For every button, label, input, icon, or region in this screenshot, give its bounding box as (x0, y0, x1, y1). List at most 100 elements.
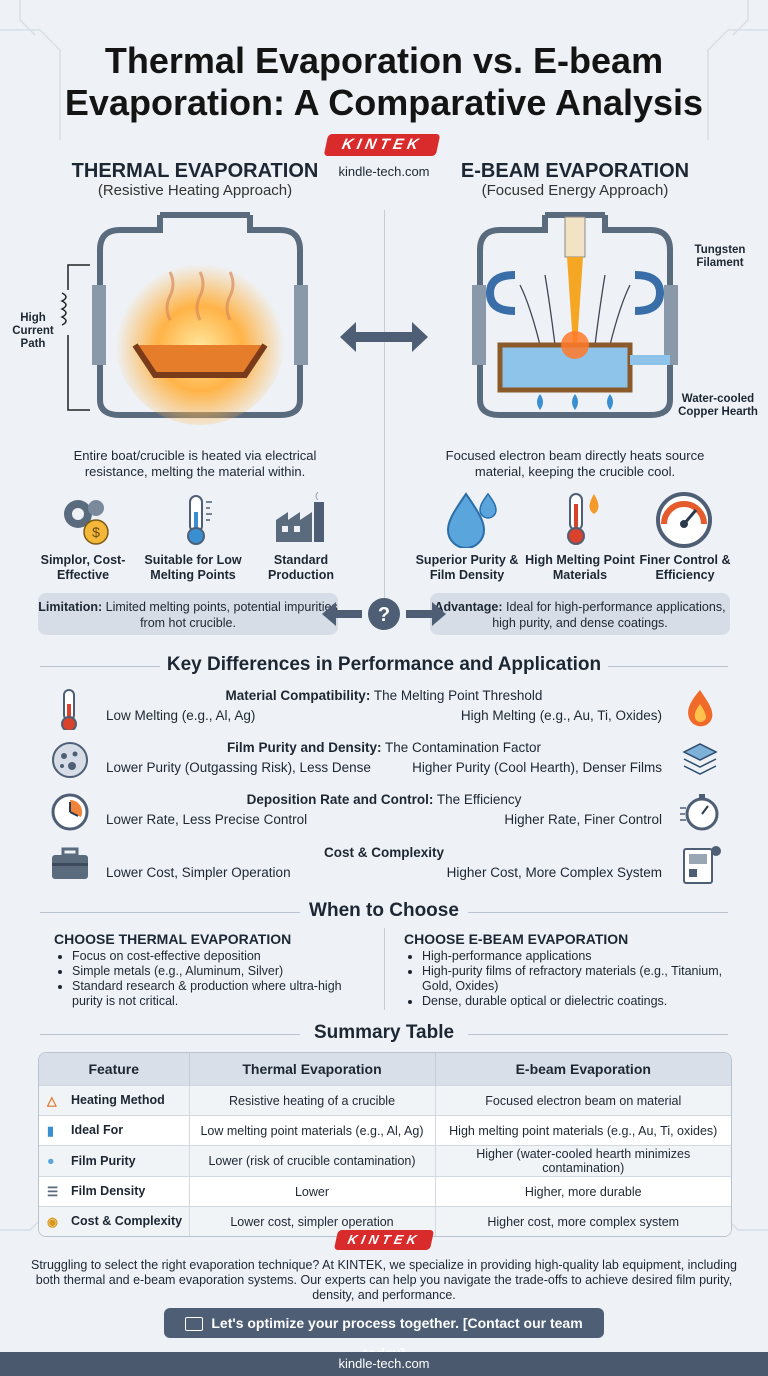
stopwatch-icon (680, 794, 719, 831)
brand-url[interactable]: kindle-tech.com (338, 164, 430, 179)
feature-cost-effective: Simplor, Cost-Effective (40, 553, 126, 582)
key-difference-thermal: Lower Purity (Outgassing Risk), Less Den… (106, 760, 371, 775)
key-difference-title: Material Compatibility: The Melting Poin… (0, 688, 768, 703)
feature-superior-purity: Superior Purity & Film Density (415, 553, 519, 582)
choose-thermal-item: Focus on cost-effective deposition (72, 949, 370, 964)
row-label: Heating Method (71, 1092, 165, 1107)
choose-ebeam-item: Dense, durable optical or dielectric coa… (422, 994, 724, 1009)
row-label: Ideal For (71, 1122, 124, 1137)
table-cell: Lower (189, 1176, 436, 1207)
row-label: Film Density (71, 1183, 146, 1198)
ebeam-title: E-BEAM EVAPORATION (460, 160, 690, 182)
feature-finer-control: Finer Control & Efficiency (639, 553, 731, 582)
table-cell: ☰ Film Density (39, 1176, 190, 1207)
purity-circle-icon: ● (47, 1154, 55, 1169)
divider-line (468, 912, 728, 913)
advantage-text: Ideal for high-performance applications,… (492, 600, 726, 630)
summary-title: Summary Table (313, 1022, 455, 1043)
table-header-row: Feature Thermal Evaporation E-beam Evapo… (39, 1053, 731, 1086)
particles-icon (52, 742, 88, 778)
key-difference-ebeam: High Melting (e.g., Au, Ti, Oxides) (460, 708, 662, 723)
question-compare-icon: ? (322, 598, 446, 630)
thermometer-icon (61, 689, 77, 730)
factory-icon (276, 492, 324, 542)
key-difference-thermal: Low Melting (e.g., Al, Ag) (106, 708, 256, 723)
divider-line (608, 666, 728, 667)
table-cell: Resistive heating of a crucible (189, 1085, 436, 1116)
table-row: ☰ Film Density Lower Higher, more durable (39, 1176, 731, 1207)
layers-icon: ☰ (47, 1185, 59, 1200)
divider-line (40, 666, 160, 667)
key-difference-title: Film Purity and Density: The Contaminati… (0, 740, 768, 755)
feature-low-melting: Suitable for Low Melting Points (144, 553, 242, 582)
advantage-label: Advantage: (434, 600, 503, 614)
table-cell: Focused electron beam on material (435, 1085, 731, 1116)
choose-ebeam-item: High-purity films of refractory material… (422, 964, 724, 994)
table-row: ▮Ideal For Low melting point materials (… (39, 1115, 731, 1146)
footer-url[interactable]: kindle-tech.com (0, 1352, 768, 1376)
choose-ebeam-title: CHOOSE E-BEAM EVAPORATION (404, 931, 629, 947)
divider-line (468, 1034, 728, 1035)
choose-thermal-title: CHOOSE THERMAL EVAPORATION (54, 931, 292, 947)
choose-divider (384, 928, 385, 1010)
thermometer-icon: ▮ (47, 1124, 54, 1139)
thermal-title: THERMAL EVAPORATION (71, 160, 319, 182)
table-cell: ▮ Ideal For (39, 1115, 190, 1146)
water-cooled-hearth-label: Water-cooled Copper Hearth (678, 393, 758, 418)
limitation-banner: Limitation: Limited melting points, pote… (38, 593, 338, 635)
key-difference-thermal: Lower Rate, Less Precise Control (106, 812, 308, 827)
feature-high-melting: High Melting Point Materials (525, 553, 635, 582)
table-cell: Higher, more durable (435, 1176, 731, 1207)
layers-icon (682, 743, 718, 775)
double-arrow-icon (340, 322, 428, 352)
choose-thermal-item: Standard research & production where ult… (72, 979, 370, 1009)
ebeam-evaporation-diagram (472, 212, 678, 418)
table-row: △ Heating Method Resistive heating of a c… (39, 1085, 731, 1116)
key-differences-title: Key Differences in Performance and Appli… (166, 654, 602, 675)
gauge-icon (656, 492, 712, 548)
key-difference-ebeam: Higher Cost, More Complex System (446, 865, 662, 880)
divider-line (40, 1034, 300, 1035)
footer-text: Struggling to select the right evaporati… (31, 1258, 737, 1302)
table-row: ◉Cost & Complexity Lower cost, simpler o… (39, 1206, 731, 1236)
row-label: Film Purity (71, 1153, 136, 1168)
page-title: Thermal Evaporation vs. E-beam Evaporati… (64, 40, 704, 123)
kintek-logo: KINTEK (323, 134, 441, 156)
table-cell: Higher (water-cooled hearth minimizes co… (435, 1145, 731, 1177)
choose-ebeam: CHOOSE E-BEAM EVAPORATION High-performan… (404, 931, 724, 1009)
limitation-text: Limited melting points, potential impuri… (105, 600, 338, 630)
thermal-evaporation-diagram (60, 212, 308, 425)
svg-text:?: ? (378, 604, 390, 626)
row-label: Cost & Complexity (71, 1213, 183, 1228)
divider-line (40, 912, 300, 913)
key-difference-thermal: Lower Cost, Simpler Operation (106, 865, 291, 880)
high-current-label: High Current Path (12, 312, 54, 350)
choose-thermal: CHOOSE THERMAL EVAPORATION Focus on cost… (54, 931, 370, 1009)
tungsten-filament-label: Tungsten Filament (694, 244, 746, 269)
limitation-label: Limitation: (38, 600, 103, 614)
key-difference-title-bold: Cost & Complexity (323, 845, 445, 860)
flame-icon: △ (47, 1094, 57, 1109)
toolbox-icon (52, 847, 88, 879)
contact-cta-button[interactable]: Let's optimize your process together. [C… (164, 1308, 604, 1361)
table-cell: ◉ Cost & Complexity (39, 1206, 190, 1236)
key-difference-title: Cost & Complexity (0, 845, 768, 860)
header-feature: Feature (39, 1053, 190, 1086)
hot-thermometer-icon (567, 493, 599, 545)
choose-thermal-item: Simple metals (e.g., Aluminum, Silver) (72, 964, 370, 979)
machine-icon (683, 846, 721, 884)
clock-icon (51, 793, 89, 831)
choose-ebeam-item: High-performance applications (422, 949, 724, 964)
column-divider (384, 210, 385, 610)
key-difference-title-bold: Material Compatibility: (225, 688, 371, 703)
feature-standard-production: Standard Production (268, 553, 334, 582)
coin-icon: ◉ (47, 1215, 58, 1230)
gear-coin-icon: $ (64, 500, 109, 545)
key-difference-title-bold: Deposition Rate and Control: (246, 792, 434, 807)
table-cell: △ Heating Method (39, 1085, 190, 1116)
flame-icon (688, 690, 713, 727)
header-thermal: Thermal Evaporation (189, 1053, 436, 1086)
droplet-icon (446, 492, 497, 548)
key-difference-title: Deposition Rate and Control: The Efficie… (0, 792, 768, 807)
